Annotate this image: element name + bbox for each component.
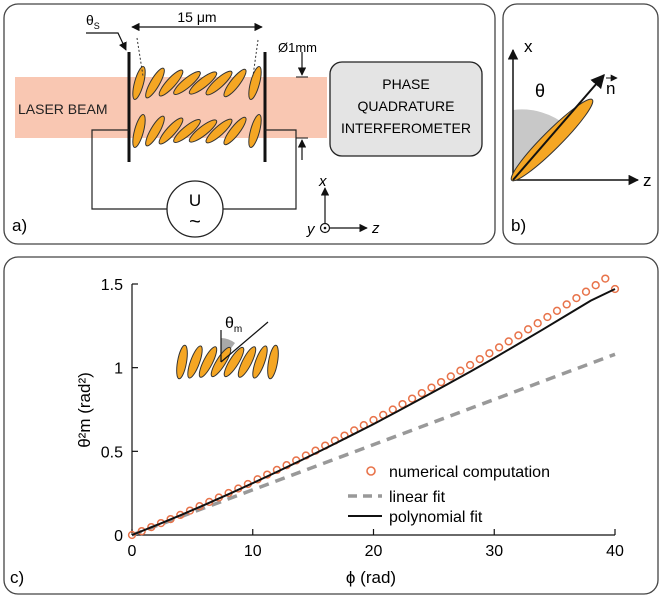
y-tick-label: 0 [114,528,123,545]
x-tick-label: 40 [606,543,624,560]
numerical-point [407,394,417,403]
series-linear-fit [131,352,616,537]
inset-molecules [174,321,281,381]
legend-label-numerical: numerical computation [389,464,550,481]
axis-y-dot [323,226,327,230]
director-vector [512,73,605,181]
interferometer-line-2: QUADRATURE [358,98,455,114]
panel-b-label: b) [511,216,526,235]
voltage-source-label: U [189,191,201,210]
axis-z-label: z [371,220,380,237]
numerical-point [446,372,455,381]
gap-label: 15 μm [177,9,216,25]
theta-s-pointer [86,32,127,51]
diameter-label: Ø1mm [278,40,317,55]
x-tick-label: 20 [365,543,383,560]
numerical-point [504,337,513,346]
x-tick-label: 10 [244,543,262,560]
interferometer-line-1: PHASE [382,76,429,92]
left-anchor-line [136,37,144,77]
panel-c-label: c) [10,568,24,587]
numerical-point [147,522,156,532]
theta-label: θ [535,81,545,101]
b-axis-x-label: x [524,37,533,56]
laser-beam-label: LASER BEAM [18,101,107,117]
numerical-point [572,293,581,303]
linear-fit-line [131,352,616,537]
numerical-point [436,377,446,387]
n-vector-label: n [606,79,615,98]
ac-symbol: ~ [189,211,201,233]
y-tick-label: 1.5 [101,277,123,294]
interferometer-box [329,61,483,157]
panel-c: θm 0 10 20 30 40 0 0.5 1 1.5 ϕ (rad) θ²m (rad²)… [3,256,659,595]
numerical-point [127,530,137,540]
plot-area: 0 10 20 30 40 0 0.5 1 1.5 ϕ (rad) θ²m (rad²) nu… [75,274,624,587]
polynomial-fit-line [131,288,616,536]
voltage-source [166,180,224,238]
y-axis-label: θ²m (rad²) [75,372,94,448]
y-ticks: 0 0.5 1 1.5 [101,277,138,545]
inset-theta-label: θm [225,315,242,335]
numerical-point [601,274,610,283]
x-ticks: 0 10 20 30 40 [128,529,624,560]
numerical-point [610,284,620,294]
axis-y-label: y [306,221,316,238]
numerical-point [552,306,562,315]
molecule [510,98,594,182]
numerical-point [398,399,407,409]
numerical-point [137,527,146,536]
numerical-point [514,331,523,340]
legend-marker-numerical [366,466,376,476]
circuit-wire-right [223,129,297,210]
legend: numerical computation linear fit polynom… [348,464,550,526]
numerical-point [494,343,504,352]
y-tick-label: 1 [114,361,123,378]
panel-c-frame [3,256,659,595]
numerical-point [456,366,465,375]
numerical-point [427,383,436,392]
numerical-point [166,514,175,524]
panel-b: x z θ n b) [502,3,659,245]
numerical-point [156,518,166,528]
numerical-point [591,281,600,290]
numerical-point [533,319,542,328]
numerical-point [475,354,484,364]
panel-b-frame [502,3,659,245]
b-axis-z-label: z [643,171,652,190]
series-polynomial-fit [131,288,616,536]
x-axis-label: ϕ (rad) [346,568,396,587]
legend-label-polynomial: polynomial fit [389,509,483,526]
theta-s-label: θS [86,12,100,31]
inset-tilt-line [220,321,269,363]
interferometer-line-3: INTERFEROMETER [341,120,471,136]
x-tick-label: 0 [128,543,137,560]
panel-a-label: a) [12,216,27,235]
numerical-point [543,312,552,322]
legend-label-linear: linear fit [389,489,446,506]
numerical-point [465,360,475,370]
panel-a: LASER BEAM θS [3,3,496,245]
numerical-point [562,300,571,309]
axis-x-label: x [318,173,327,190]
x-tick-label: 30 [485,543,503,560]
numerical-point [485,349,494,358]
numerical-point [417,388,426,398]
y-tick-label: 0.5 [101,444,123,461]
numerical-point [523,325,533,334]
numerical-point [581,287,591,296]
circuit-wire-left [91,129,167,210]
